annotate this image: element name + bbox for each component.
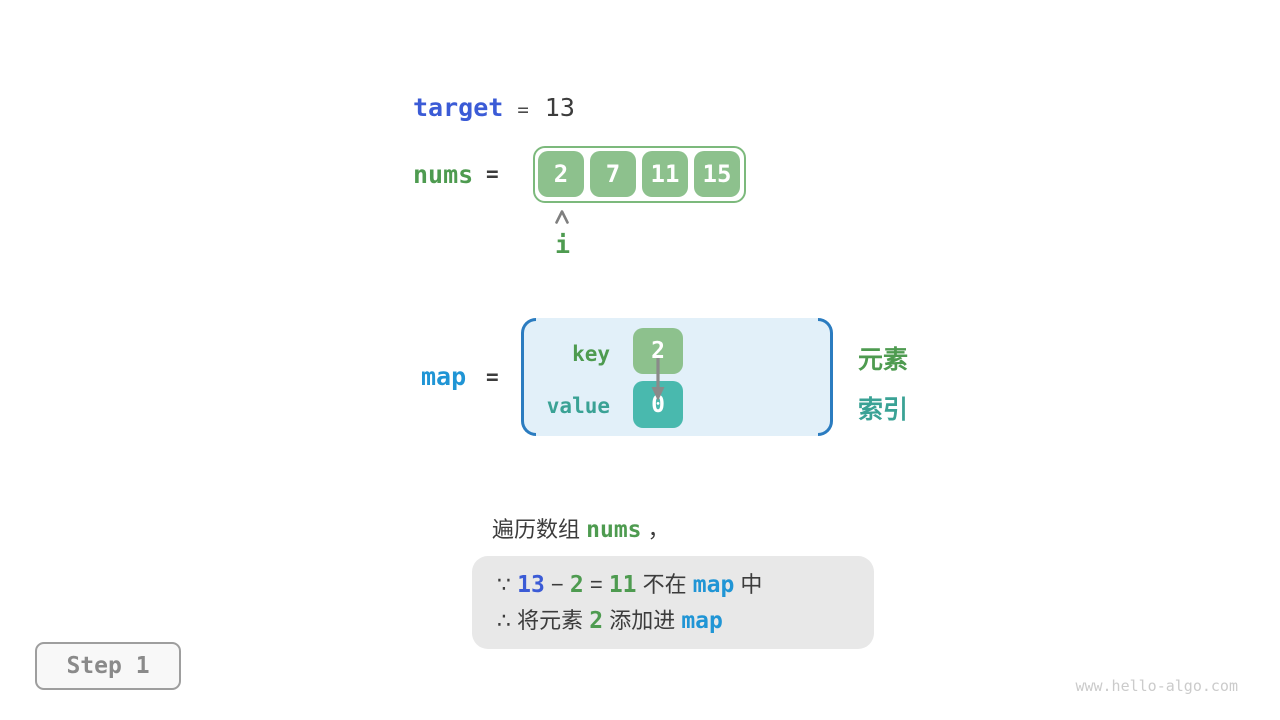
text-segment: 遍历数组: [492, 517, 587, 542]
text-segment: 中: [734, 572, 763, 597]
legend-element-label: 元素: [858, 346, 909, 374]
text-segment: 11: [608, 572, 637, 598]
equals-sign: =: [486, 162, 499, 186]
text-segment: −: [544, 572, 570, 597]
step-badge: Step 1: [35, 642, 181, 690]
text-segment: 不在: [636, 572, 693, 597]
text-segment: map: [681, 608, 723, 634]
text-segment: ，: [641, 517, 670, 542]
text-segment: nums: [586, 517, 642, 543]
reasoning-box: ∵ 13 − 2 = 11 不在 map 中 ∴ 将元素 2 添加进 map: [472, 556, 874, 649]
nums-variable-label: nums: [413, 160, 474, 189]
array-cell: 15: [694, 151, 740, 197]
map-variable-label: map: [421, 362, 467, 391]
text-segment: ∴ 将元素: [497, 608, 590, 633]
reasoning-line-2: ∴ 将元素 2 添加进 map: [497, 603, 874, 639]
reasoning-line-1: ∵ 13 − 2 = 11 不在 map 中: [497, 567, 874, 603]
caption-text: 遍历数组 nums ，: [492, 512, 670, 544]
value-label: value: [546, 394, 610, 418]
text-segment: 2: [589, 608, 604, 634]
text-segment: 13: [517, 572, 545, 598]
index-pointer-label: i: [555, 230, 571, 259]
left-bracket: [521, 318, 536, 436]
target-value: 13: [544, 93, 575, 122]
equals-sign: =: [486, 365, 499, 389]
pointer-caret-icon: [555, 210, 569, 224]
array-cell: 11: [642, 151, 688, 197]
text-segment: 2: [569, 572, 584, 598]
text-segment: ∵: [497, 572, 518, 597]
text-segment: =: [583, 572, 609, 597]
text-segment: 添加进: [603, 608, 682, 633]
array-cell: 2: [538, 151, 584, 197]
text-segment: map: [692, 572, 735, 598]
legend-index-label: 索引: [858, 396, 909, 424]
equals-sign: =: [517, 99, 529, 121]
key-to-value-arrow-icon: [651, 358, 665, 401]
target-line: target = 13: [413, 93, 575, 122]
array-cell: 7: [590, 151, 636, 197]
right-bracket: [818, 318, 833, 436]
watermark: www.hello-algo.com: [1075, 677, 1238, 695]
target-variable-label: target: [413, 93, 504, 122]
map-container: key value 2 0: [521, 318, 833, 436]
key-label: key: [572, 342, 610, 366]
